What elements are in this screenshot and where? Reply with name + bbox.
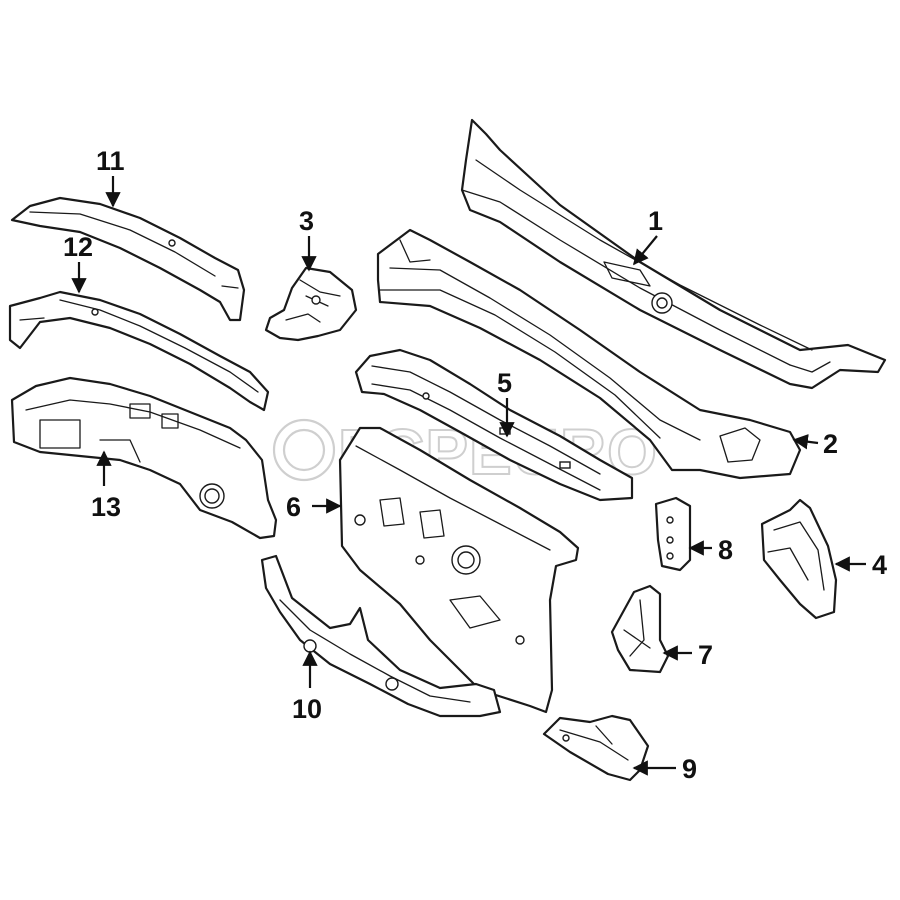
callout-6: 6 xyxy=(286,492,301,522)
part-7-support-bracket xyxy=(610,584,670,674)
callout-2: 2 xyxy=(823,429,838,459)
callout-8: 8 xyxy=(718,535,733,565)
callout-5: 5 xyxy=(497,368,512,398)
leader-lines xyxy=(71,176,866,776)
leader-2 xyxy=(792,434,819,450)
callout-10: 10 xyxy=(292,694,322,724)
part-9-floor-bracket xyxy=(542,714,650,782)
callout-1: 1 xyxy=(648,206,663,236)
part-10-floor-member xyxy=(260,554,502,718)
part-2-cowl-lower xyxy=(376,228,802,480)
part-8-plate xyxy=(654,496,692,572)
part-5-cross-member xyxy=(354,348,634,502)
callout-labels: 1 2 3 4 5 6 7 8 9 10 11 12 13 xyxy=(63,146,887,784)
callout-7: 7 xyxy=(698,640,713,670)
callout-9: 9 xyxy=(682,754,697,784)
callout-11: 11 xyxy=(96,146,125,176)
part-11-upper-rail xyxy=(10,196,246,322)
part-3-bracket xyxy=(264,266,358,342)
part-1-cowl-panel xyxy=(460,118,887,390)
leader-1 xyxy=(633,235,658,266)
callout-4: 4 xyxy=(872,550,887,580)
callout-12: 12 xyxy=(63,232,93,262)
part-13-dash-panel xyxy=(10,376,278,540)
part-12-lower-rail xyxy=(8,290,270,412)
part-6-firewall xyxy=(338,426,580,714)
callout-13: 13 xyxy=(91,492,121,522)
part-4-duct xyxy=(760,498,838,620)
callout-3: 3 xyxy=(299,206,314,236)
